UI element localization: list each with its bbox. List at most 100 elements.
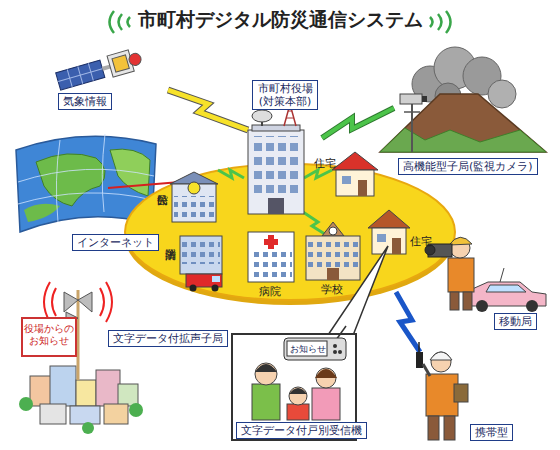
- portable-station-illustration: [430, 352, 452, 360]
- mobile-station-illustration: [486, 285, 526, 292]
- community-hall-building: [170, 172, 218, 222]
- community-hall-building: [188, 182, 200, 194]
- camera-station-label-box: 高機能型子局(監視カメラ): [398, 158, 538, 175]
- fire-station-building: [180, 236, 222, 274]
- household-receiver-inset: [315, 369, 337, 378]
- building-label: 住宅: [410, 236, 432, 248]
- receiver-label-box: 文字データ付戸別受信機: [236, 422, 367, 439]
- globe-illustration: [56, 140, 60, 222]
- school-building: [329, 227, 337, 235]
- satellite-illustration: [56, 60, 105, 90]
- loudspeaker-station-illustration: [118, 384, 138, 406]
- house-building: [358, 180, 367, 196]
- portable-station-illustration: [416, 352, 423, 368]
- title-waves: [430, 17, 433, 27]
- mobile-station-illustration: [500, 268, 504, 282]
- portable-station-illustration: [418, 342, 420, 352]
- loudspeaker-station-illustration: [129, 403, 143, 417]
- title-waves: [119, 14, 123, 30]
- portable-label-box: 携帯型: [470, 424, 513, 441]
- household-receiver-inset: [289, 388, 307, 394]
- school-building: [322, 222, 344, 236]
- loudspeaker-station-illustration: [106, 282, 112, 322]
- household-receiver-inset: [287, 404, 309, 420]
- fire-station-building: [212, 285, 219, 292]
- loudspeaker-station-illustration: [50, 366, 76, 406]
- title-waves: [438, 14, 442, 30]
- household-receiver-inset: [289, 387, 307, 405]
- house-building: [336, 170, 374, 196]
- satellite-illustration: [112, 55, 129, 72]
- portable-station-illustration: [423, 364, 430, 376]
- label-text: 文字データ付戸別受信機: [241, 424, 362, 436]
- volcano-illustration: [400, 94, 422, 104]
- globe-illustration: [102, 134, 105, 212]
- town-hall-building: [250, 136, 302, 194]
- mobile-station-illustration: [476, 300, 488, 312]
- town-hall-building: [268, 198, 284, 214]
- fire-station-building: [180, 236, 222, 292]
- portable-station-illustration: [454, 384, 468, 402]
- label-text: 気象情報: [63, 95, 107, 108]
- house-building: [372, 228, 406, 254]
- portable-station-illustration: [444, 416, 455, 440]
- town-hall-building: [252, 110, 272, 122]
- portable-station-illustration: [426, 374, 458, 416]
- school-building: [306, 236, 360, 280]
- house-building: [392, 238, 401, 254]
- title-waves: [128, 17, 131, 27]
- fire-station-building: [182, 240, 220, 264]
- loudspeaker-station-illustration: [19, 282, 143, 434]
- label-text: 市町村役場 (対策本部): [258, 82, 313, 108]
- household-receiver-inset: [338, 350, 342, 354]
- label-text: 高機能型子局(監視カメラ): [403, 160, 533, 173]
- school-building: [306, 222, 360, 280]
- fire-station-building: [190, 285, 197, 292]
- mobile-station-illustration: [450, 292, 459, 310]
- volcano-illustration: [422, 96, 427, 102]
- volcano-illustration: [380, 47, 546, 152]
- loudspeaker-station-illustration: [30, 376, 52, 406]
- satellite-illustration: [58, 69, 102, 82]
- house-building: [332, 152, 378, 170]
- building-label: 病院: [259, 286, 281, 298]
- sign-text: 役場からの お知らせ: [24, 323, 74, 347]
- mobile-station-illustration: [526, 300, 538, 312]
- household-receiver-inset: [287, 341, 327, 356]
- household-receiver-inset: [255, 363, 277, 385]
- loudspeaker-station-illustration: [96, 370, 120, 406]
- town-hall-building: [252, 125, 300, 131]
- mobile-station-illustration: [463, 292, 472, 310]
- community-hall-building: [174, 196, 214, 218]
- lightning-bolts: [322, 108, 394, 138]
- globe-illustration: [36, 154, 105, 206]
- headquarters-label-box: 市町村役場 (対策本部): [252, 80, 318, 110]
- lightning-bolts: [396, 292, 420, 352]
- label-text: 携帯型: [475, 426, 508, 439]
- loudspeaker-station-illustration: [44, 282, 50, 322]
- school-building: [327, 268, 339, 280]
- building-label: 学校: [321, 284, 343, 296]
- school-building: [308, 242, 358, 268]
- household-receiver-inset: [316, 368, 336, 388]
- loudspeaker-station-illustration: [78, 292, 92, 312]
- volcano-illustration: [380, 128, 546, 152]
- radio-links: [218, 170, 244, 178]
- town-hall-building: [286, 118, 294, 119]
- satellite-illustration: [128, 52, 143, 67]
- globe-illustration: [110, 149, 150, 196]
- loudspeaker-station-illustration: [52, 288, 56, 316]
- title-waves: [110, 11, 115, 33]
- hospital-building: [250, 250, 292, 278]
- building-label: 住宅: [314, 158, 336, 170]
- loudspeaker-station-illustration: [104, 404, 128, 424]
- globe-illustration: [18, 193, 153, 204]
- lightning-bolts: [322, 108, 394, 138]
- household-receiver-inset: [255, 364, 277, 372]
- globe-illustration: [18, 169, 154, 182]
- volcano-illustration: [411, 100, 413, 152]
- mobile-station-illustration: [425, 237, 546, 312]
- household-receiver-inset: [312, 388, 340, 420]
- loudspeaker-station-illustration: [40, 404, 66, 424]
